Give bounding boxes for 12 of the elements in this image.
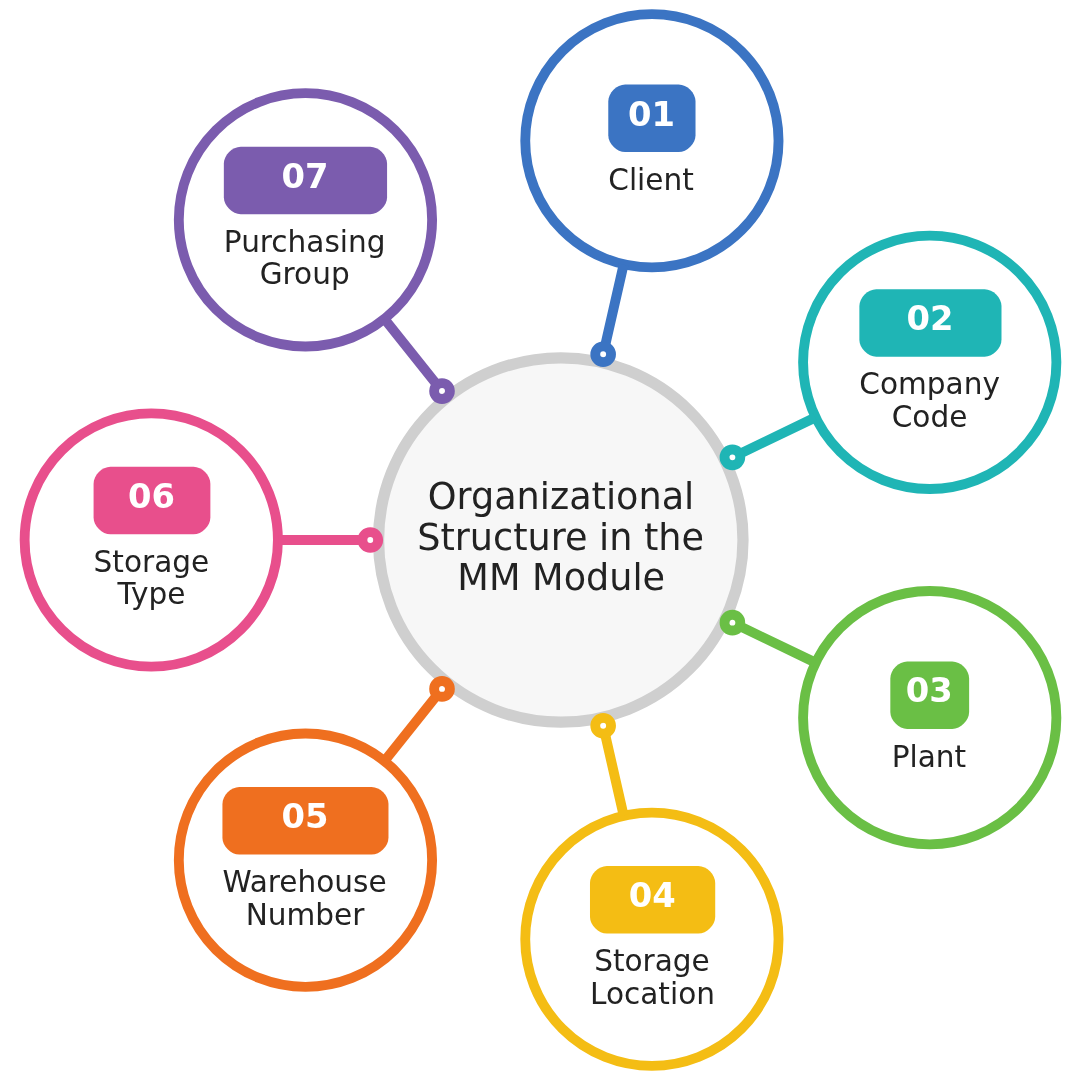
connector xyxy=(380,316,455,404)
connector xyxy=(719,609,817,667)
node-circle: 07 Purchasing Group xyxy=(173,88,437,352)
node-circle: 06 Storage Type xyxy=(19,408,283,672)
node-circle: 01 Client xyxy=(519,9,783,273)
node-circle: 02 Company Code xyxy=(797,230,1061,494)
node-circle: 04 Storage Location xyxy=(519,807,783,1071)
connector xyxy=(380,676,455,764)
node-circle: 05 Warehouse Number xyxy=(173,728,437,992)
node-circle: Organizational Structure in the MM Module xyxy=(372,352,749,728)
node-circle: 03 Plant xyxy=(797,586,1061,850)
connector xyxy=(719,413,817,471)
